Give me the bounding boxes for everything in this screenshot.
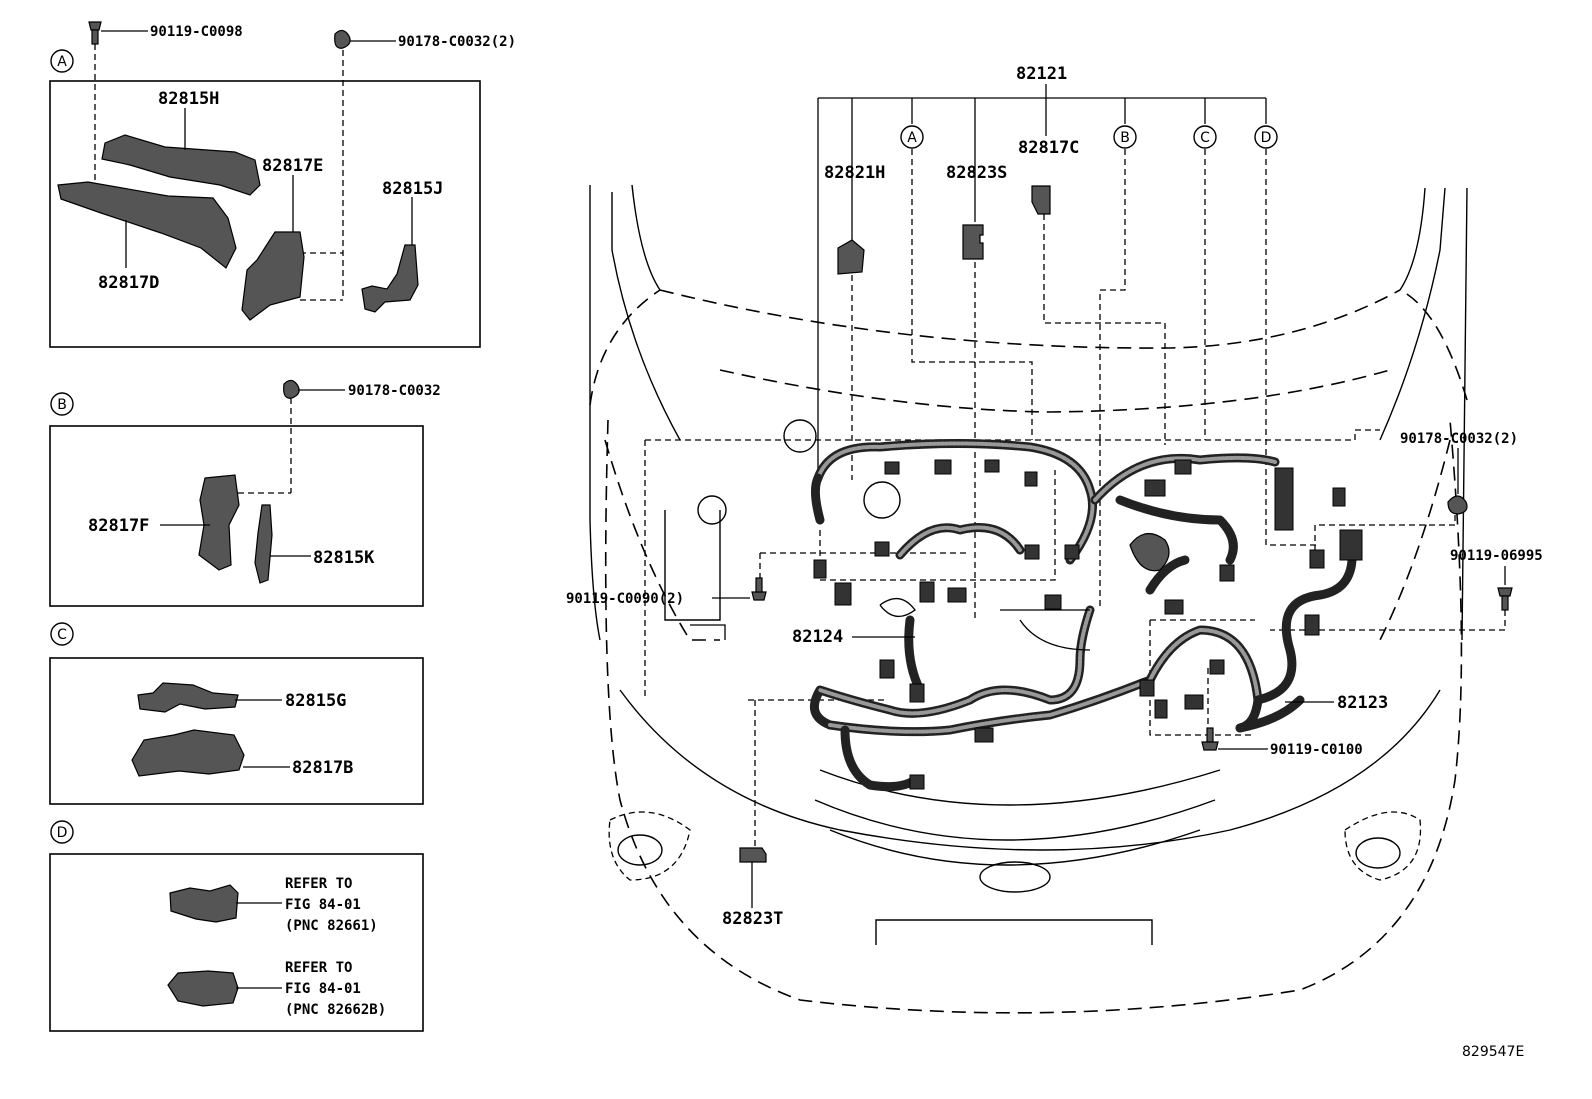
vehicle-front-outline (589, 184, 1468, 1014)
callout-82817D: 82817D (98, 273, 159, 293)
bracket-82817F (198, 474, 240, 571)
section-a-marker: A (57, 54, 67, 70)
callout-82815K: 82815K (313, 548, 375, 568)
refer-note-2-line2: FIG 84-01 (285, 981, 361, 997)
callout-82123: 82123 (1337, 693, 1388, 713)
bracket-82817B (131, 729, 245, 777)
connector-82821H (837, 239, 865, 275)
bracket-82817E (241, 231, 305, 321)
clip-icon (1447, 495, 1468, 515)
callout-82815J: 82815J (382, 179, 443, 199)
harness-connectors (813, 459, 1363, 790)
bracket-refer-82662B (167, 970, 239, 1007)
marker-d-main: D (1261, 130, 1272, 146)
callout-90119-C0090-2: 90119-C0090(2) (566, 591, 684, 607)
wire-harness-bundles (809, 439, 1357, 792)
callout-82815H: 82815H (158, 89, 219, 109)
callout-90119-06995: 90119-06995 (1450, 548, 1543, 564)
bracket-82815K (254, 504, 273, 584)
refer-note-1-line1: REFER TO (285, 876, 352, 892)
refer-note-2-line1: REFER TO (285, 960, 352, 976)
callout-82823T: 82823T (722, 909, 783, 929)
marker-c-main: C (1200, 130, 1210, 146)
bracket-82815G (137, 682, 239, 713)
refer-note-1-line3: (PNC 82661) (285, 918, 378, 934)
marker-a-main: A (907, 130, 917, 146)
callout-90178-C0032-B: 90178-C0032 (348, 383, 441, 399)
bolt-icon (1497, 587, 1513, 611)
callout-90119-C0100: 90119-C0100 (1270, 742, 1363, 758)
callout-82817B: 82817B (292, 758, 353, 778)
bracket-refer-82661 (169, 884, 239, 923)
clip-icon (283, 379, 300, 399)
refer-note-1-line2: FIG 84-01 (285, 897, 361, 913)
section-b-marker: B (57, 397, 67, 413)
section-d-panel: D REFER TO FIG 84-01 (PNC 82661) REFER T… (49, 820, 424, 1032)
bracket-82815H (101, 134, 261, 196)
callout-82124: 82124 (792, 627, 843, 647)
section-c-panel: C 82815G 82817B (49, 622, 424, 805)
bracket-82817D (57, 181, 237, 269)
bracket-82815J (361, 244, 419, 313)
callout-82121: 82121 (1016, 64, 1067, 84)
section-c-marker: C (57, 627, 67, 643)
figure-id: 829547E (1462, 1044, 1524, 1060)
callout-82815G: 82815G (285, 691, 346, 711)
fastener-callouts: 90178-C0032(2) 90119-06995 90119-C0090(2… (566, 431, 1543, 929)
section-a-panel: A 90119-C0098 90178-C0032(2) 82815H 8281… (49, 21, 516, 348)
callout-90178-C0032-2-top: 90178-C0032(2) (398, 34, 516, 50)
marker-b-main: B (1120, 130, 1130, 146)
section-b-panel: B 90178-C0032 82817F 82815K (49, 379, 441, 607)
bolt-icon (751, 577, 767, 601)
bolt-icon (88, 21, 102, 45)
bolt-icon (1201, 727, 1219, 751)
clip-icon (334, 29, 351, 49)
callout-82817E: 82817E (262, 156, 323, 176)
reference-leaders (644, 149, 1506, 848)
refer-note-2-line3: (PNC 82662B) (285, 1002, 386, 1018)
callout-82821H: 82821H (824, 163, 885, 183)
connector-82817C (1031, 185, 1051, 215)
main-harness-callout: 82121 A B C D 82821H 82823S 82817C (817, 64, 1278, 478)
callout-82823S: 82823S (946, 163, 1007, 183)
connector-82823S (962, 224, 984, 260)
section-d-marker: D (57, 825, 68, 841)
callout-82817F: 82817F (88, 516, 149, 536)
connector-82823T (739, 847, 767, 863)
callout-90119-C0098: 90119-C0098 (150, 24, 243, 40)
callout-82817C: 82817C (1018, 138, 1079, 158)
callout-90178-C0032-2-right: 90178-C0032(2) (1400, 431, 1518, 447)
